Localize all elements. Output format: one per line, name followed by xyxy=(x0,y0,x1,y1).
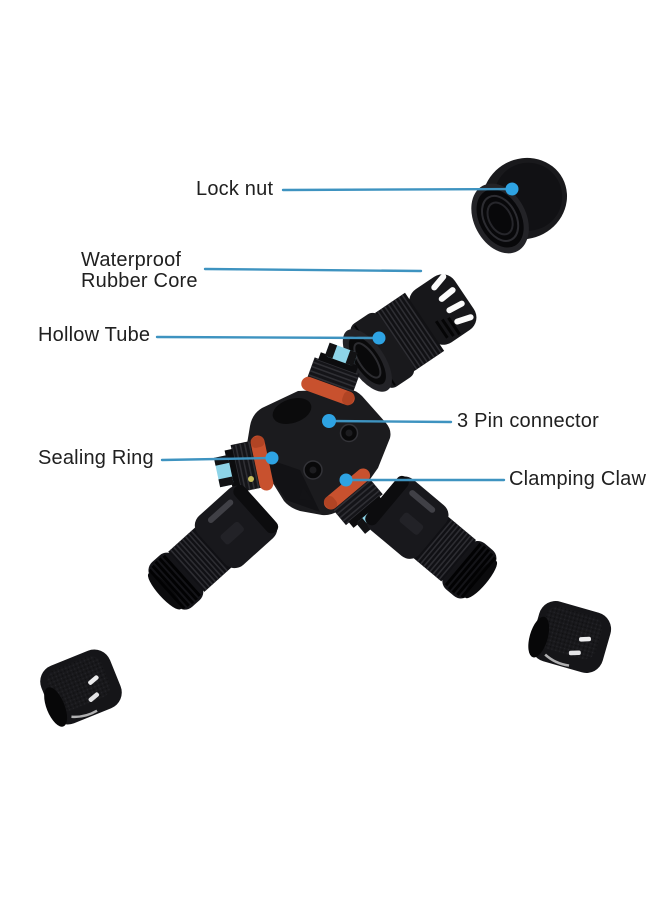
label-3-pin-connector: 3 Pin connector xyxy=(457,410,599,432)
marker-dot-clamping-claw xyxy=(339,473,353,487)
end-cap-bottom-right xyxy=(522,594,617,679)
lock-nut-part xyxy=(471,157,568,254)
label-hollow-tube: Hollow Tube xyxy=(38,324,151,346)
leader-line-hollow-tube xyxy=(155,335,381,340)
marker-dot-lock-nut xyxy=(505,182,519,196)
label-waterproof-rubber-core: Waterproof Rubber Core xyxy=(81,249,198,292)
pin-contact xyxy=(248,476,254,482)
marker-dot-hollow-tube xyxy=(372,331,386,345)
compression-nut-left xyxy=(136,478,285,622)
label-sealing-ring: Sealing Ring xyxy=(38,447,154,469)
leader-line-sealing-ring xyxy=(160,456,274,462)
leader-line-lock-nut xyxy=(281,187,514,192)
label-lock-nut: Lock nut xyxy=(196,178,274,200)
marker-dot-sealing-ring xyxy=(265,451,279,465)
end-cap-bottom-left xyxy=(31,643,129,732)
leader-line-pin-connector xyxy=(327,419,453,424)
marker-dot-pin-connector xyxy=(322,414,336,428)
label-clamping-claw: Clamping Claw xyxy=(509,468,647,490)
compression-nut-right xyxy=(359,469,509,611)
hollow-tube-part xyxy=(342,273,477,392)
leader-line-waterproof-rubber-core xyxy=(203,267,423,273)
